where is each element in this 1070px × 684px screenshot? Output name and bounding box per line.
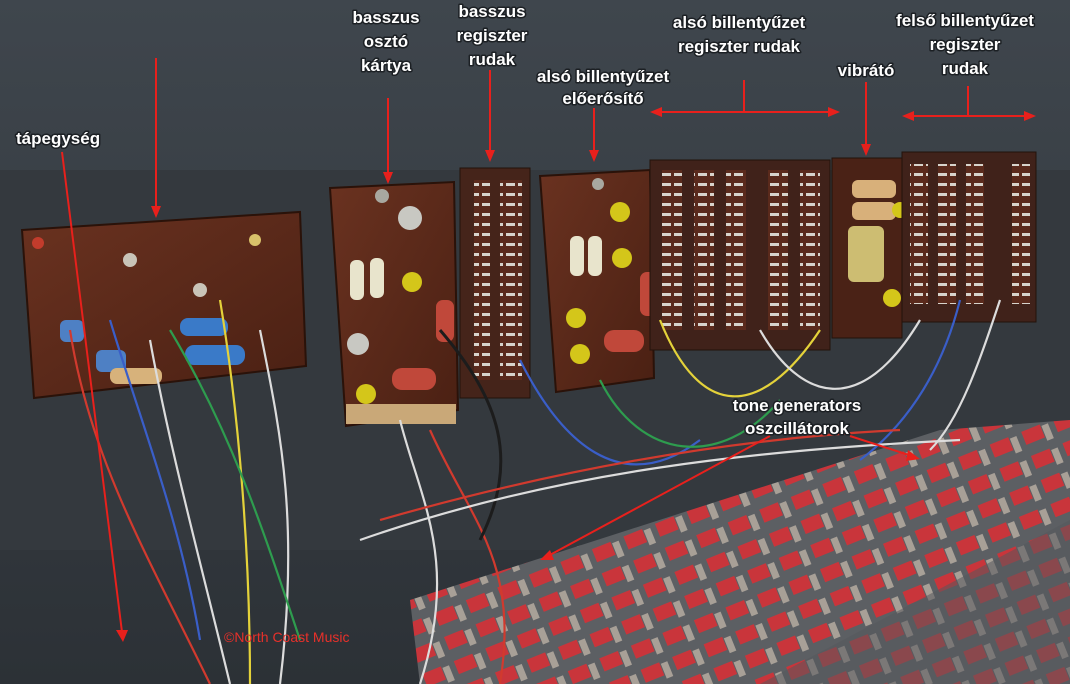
label-lower-preamp-line2: előerősítő bbox=[562, 89, 643, 108]
label-lower-preamp-line1: alsó billentyűzet bbox=[537, 67, 670, 86]
label-lower-register-line1: alsó billentyűzet bbox=[673, 13, 806, 32]
power-supply-board bbox=[20, 210, 308, 400]
lower-register-bars bbox=[649, 159, 831, 351]
label-bass-register-line2: regiszter bbox=[457, 26, 528, 45]
lower-preamp-board bbox=[538, 168, 658, 394]
label-upper-register-line2: regiszter bbox=[930, 35, 1001, 54]
upper-register-bars bbox=[901, 151, 1037, 323]
label-lower-register-line2: regiszter rudak bbox=[678, 37, 800, 56]
power-supply-arrow bbox=[61, 151, 123, 633]
annotation-arrows bbox=[61, 58, 1036, 642]
label-bass-divider-line1: basszus bbox=[352, 8, 419, 27]
label-bass-divider-line3: kártya bbox=[361, 56, 412, 75]
tone-gen-arrow-right bbox=[849, 435, 913, 457]
label-upper-register-line3: rudak bbox=[942, 59, 989, 78]
tone-gen-arrow-left bbox=[547, 435, 771, 557]
bass-divider-card bbox=[328, 180, 460, 428]
copyright-credit: ©North Coast Music bbox=[224, 629, 349, 645]
label-bass-register-line1: basszus bbox=[458, 2, 525, 21]
bass-register-bars bbox=[459, 167, 531, 399]
label-tone-gen-line1: tone generators bbox=[733, 396, 861, 415]
label-upper-register-line1: felső billentyűzet bbox=[896, 11, 1034, 30]
label-power-supply: tápegység bbox=[16, 129, 100, 148]
label-bass-divider-line2: osztó bbox=[364, 32, 408, 51]
vibrato-board bbox=[831, 157, 908, 339]
label-vibrato: vibrátó bbox=[838, 61, 895, 80]
tone-generator-array bbox=[410, 420, 1070, 684]
annotation-labels: tápegység basszus osztó kártya basszus r… bbox=[15, 1, 1036, 440]
label-tone-gen-line2: oszcillátorok bbox=[745, 419, 849, 438]
label-bass-register-line3: rudak bbox=[469, 50, 516, 69]
